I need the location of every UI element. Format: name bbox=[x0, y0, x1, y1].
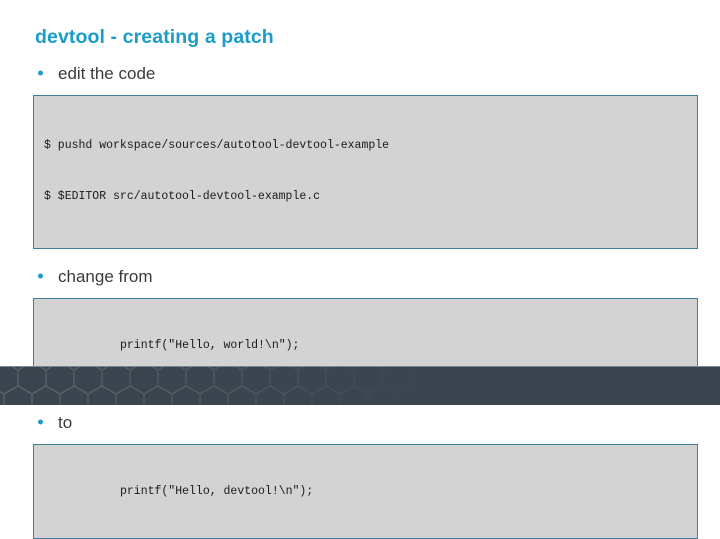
bullet-item-to: to bbox=[0, 409, 720, 435]
bullet-label: edit the code bbox=[58, 63, 156, 83]
hexagon-pattern-icon bbox=[0, 366, 411, 405]
spacer bbox=[0, 435, 720, 444]
bullet-dot-icon bbox=[38, 273, 43, 279]
page-title: devtool - creating a patch bbox=[35, 26, 274, 48]
bullet-dot-icon bbox=[38, 419, 43, 425]
code-block-snippet-to: printf("Hello, devtool!\n"); bbox=[33, 444, 698, 539]
bullet-label: change from bbox=[58, 266, 153, 286]
slide: devtool - creating a patch edit the code… bbox=[0, 26, 720, 539]
footer-band bbox=[0, 366, 720, 405]
code-line-printf-devtool: printf("Hello, devtool!\n"); bbox=[120, 485, 314, 498]
spacer bbox=[0, 249, 720, 263]
bullet-item-change-from: change from bbox=[0, 263, 720, 289]
code-block-terminal: $ pushd workspace/sources/autotool-devto… bbox=[33, 95, 698, 249]
slide-content: edit the code $ pushd workspace/sources/… bbox=[0, 60, 720, 539]
code-line-printf-world: printf("Hello, world!\n"); bbox=[120, 339, 300, 352]
spacer bbox=[0, 86, 720, 95]
code-line-pushd: $ pushd workspace/sources/autotool-devto… bbox=[44, 139, 390, 152]
bullet-label: to bbox=[58, 412, 73, 432]
spacer bbox=[0, 289, 720, 298]
code-line-editor: $ $EDITOR src/autotool-devtool-example.c bbox=[44, 190, 321, 203]
bullet-dot-icon bbox=[38, 70, 43, 76]
footer-divider bbox=[0, 366, 720, 367]
bullet-item-edit-the-code: edit the code bbox=[0, 60, 720, 86]
